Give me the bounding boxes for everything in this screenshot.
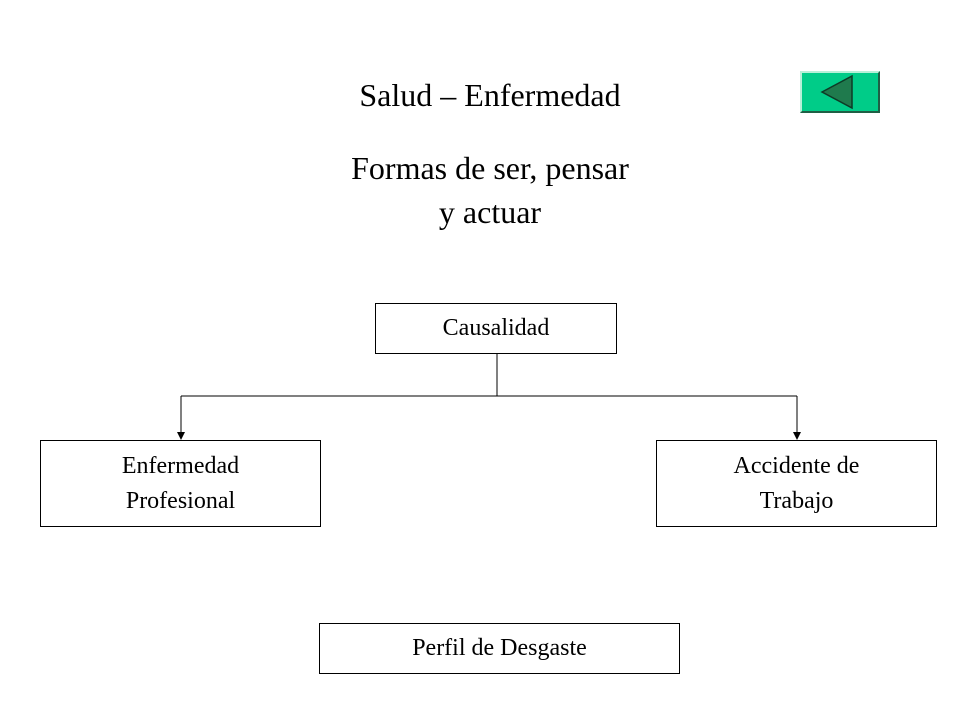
enfermedad-profesional-line-1: Enfermedad [121,452,240,479]
back-button[interactable] [800,71,880,113]
slide-title: Salud – Enfermedad [359,77,621,113]
subtitle-line-2: y actuar [438,194,542,230]
causalidad-box: Causalidad [375,303,617,354]
subtitle-line-1: Formas de ser, pensar [351,150,629,186]
left-triangle-icon [820,74,853,110]
arrowhead-left [177,432,185,440]
slide-subtitle: Formas de ser, pensar y actuar [240,146,740,234]
enfermedad-profesional-box: Enfermedad Profesional [40,440,321,527]
arrowhead-right [793,432,801,440]
accidente-trabajo-box: Accidente de Trabajo [656,440,937,527]
enfermedad-profesional-line-2: Profesional [125,487,236,514]
perfil-desgaste-label: Perfil de Desgaste [412,635,587,661]
perfil-desgaste-box: Perfil de Desgaste [319,623,680,674]
causalidad-label: Causalidad [442,315,550,341]
accidente-trabajo-line-2: Trabajo [759,487,834,514]
accidente-trabajo-line-1: Accidente de [733,452,860,479]
